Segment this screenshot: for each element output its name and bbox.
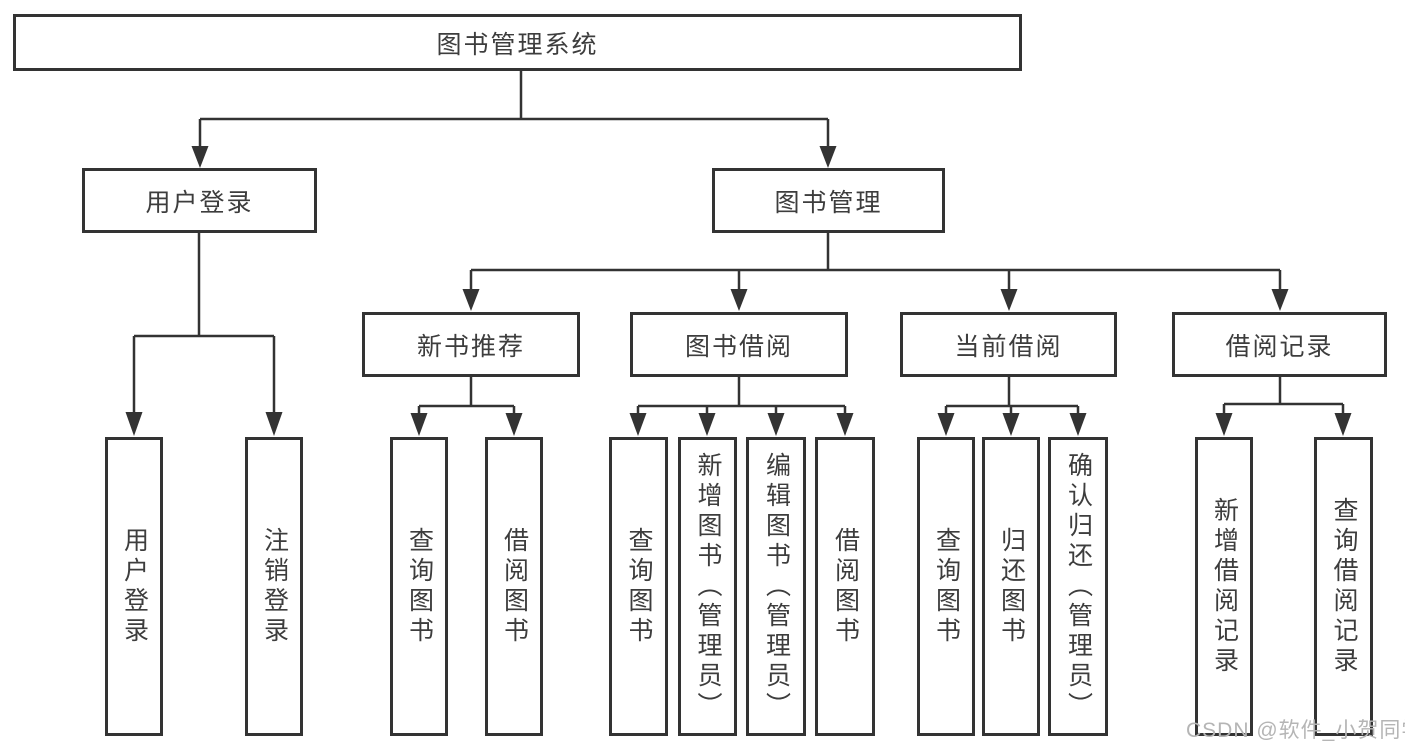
arrow-down-icon [1002,413,1020,436]
arrow-down-icon [1000,289,1018,311]
csdn-watermark: CSDN @软件_小贺同学 [1186,719,1405,742]
leaf-logout: 注销登录 [245,437,303,736]
leaf-borrow-books-recommend: 借阅图书 [485,437,543,736]
node-new-book-recommend: 新书推荐 [362,312,580,377]
arrow-down-icon [937,413,955,436]
arrow-down-icon [730,289,748,311]
arrow-down-icon [1334,413,1352,436]
node-current-borrowing: 当前借阅 [900,312,1117,377]
node-library-system: 图书管理系统 [13,14,1022,71]
leaf-return-books: 归还图书 [982,437,1040,736]
leaf-user-login: 用户登录 [105,437,163,736]
arrow-down-icon [462,289,480,311]
arrow-down-icon [410,413,428,436]
leaf-confirm-return-admin: 确认归还（管理员） [1048,437,1108,736]
arrow-down-icon [629,413,647,436]
arrow-down-icon [125,412,143,436]
node-user-login: 用户登录 [82,168,317,233]
node-book-management: 图书管理 [712,168,945,233]
arrow-down-icon [819,146,837,168]
arrow-down-icon [836,413,854,436]
leaf-query-borrow-record: 查询借阅记录 [1314,437,1373,736]
arrow-down-icon [698,413,716,436]
arrow-down-icon [1215,413,1233,436]
arrow-down-icon [767,413,785,436]
leaf-add-borrow-record: 新增借阅记录 [1195,437,1253,736]
leaf-query-books-recommend: 查询图书 [390,437,448,736]
node-borrow-records: 借阅记录 [1172,312,1387,377]
leaf-add-books-admin: 新增图书（管理员） [678,437,737,736]
leaf-edit-books-admin: 编辑图书（管理员） [746,437,806,736]
arrow-down-icon [1271,289,1289,311]
leaf-query-books-borrowing: 查询图书 [609,437,668,736]
node-book-borrowing: 图书借阅 [630,312,848,377]
leaf-query-books-current: 查询图书 [917,437,975,736]
arrow-down-icon [265,412,283,436]
leaf-borrow-books: 借阅图书 [815,437,875,736]
arrow-down-icon [1069,413,1087,436]
arrow-down-icon [191,146,209,168]
arrow-down-icon [505,413,523,436]
